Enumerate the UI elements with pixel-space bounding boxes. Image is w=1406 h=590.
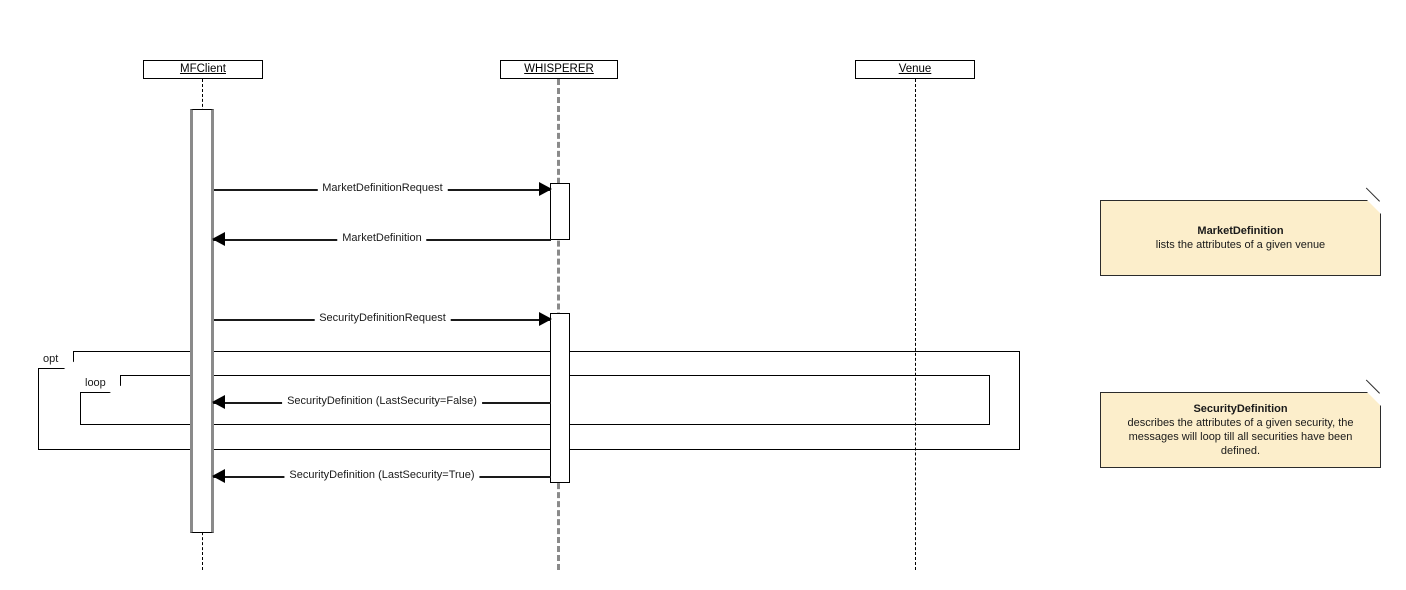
fragment-opt-label: opt bbox=[43, 353, 59, 365]
message-security-definition-request[interactable]: SecurityDefinitionRequest bbox=[214, 311, 552, 328]
lifeline-header-mfclient[interactable]: MFClient bbox=[143, 60, 263, 79]
lifeline-label-venue: Venue bbox=[898, 63, 932, 75]
message-label: SecurityDefinitionRequest bbox=[314, 311, 451, 326]
fragment-opt bbox=[38, 351, 1020, 450]
arrow-head-left-icon bbox=[212, 469, 225, 483]
message-label: MarketDefinitionRequest bbox=[317, 181, 448, 196]
lifeline-label-whisperer: WHISPERER bbox=[524, 63, 594, 75]
lifeline-line-venue bbox=[915, 79, 916, 570]
activation-bar-whisperer-security bbox=[550, 313, 570, 483]
note-fold-line-icon bbox=[1365, 379, 1380, 394]
fragment-loop-label-tab[interactable]: loop bbox=[80, 375, 121, 393]
fragment-loop bbox=[80, 375, 990, 425]
arrow-head-right-icon bbox=[539, 312, 552, 326]
lifeline-label-mfclient: MFClient bbox=[179, 63, 226, 75]
message-label: MarketDefinition bbox=[337, 231, 427, 246]
lifeline-header-venue[interactable]: Venue bbox=[855, 60, 975, 79]
arrow-head-left-icon bbox=[212, 232, 225, 246]
arrow-head-right-icon bbox=[539, 182, 552, 196]
message-market-definition[interactable]: MarketDefinition bbox=[212, 231, 551, 248]
lifeline-header-whisperer[interactable]: WHISPERER bbox=[500, 60, 618, 79]
message-label: SecurityDefinition (LastSecurity=False) bbox=[282, 394, 482, 409]
note-title: MarketDefinition bbox=[1197, 225, 1284, 237]
note-fold-line-icon bbox=[1365, 187, 1380, 202]
note-title: SecurityDefinition bbox=[1193, 403, 1288, 415]
note-market-definition[interactable]: MarketDefinition lists the attributes of… bbox=[1100, 187, 1381, 276]
note-body: describes the attributes of a given secu… bbox=[1127, 417, 1354, 457]
activation-bar-whisperer-market bbox=[550, 183, 570, 240]
message-security-definition-true[interactable]: SecurityDefinition (LastSecurity=True) bbox=[212, 468, 551, 485]
message-market-definition-request[interactable]: MarketDefinitionRequest bbox=[214, 181, 552, 198]
note-security-definition[interactable]: SecurityDefinition describes the attribu… bbox=[1100, 379, 1381, 468]
fragment-opt-label-tab[interactable]: opt bbox=[38, 351, 74, 369]
note-body: lists the attributes of a given venue bbox=[1155, 239, 1326, 251]
activation-bar-mfclient bbox=[190, 109, 214, 533]
message-security-definition-false[interactable]: SecurityDefinition (LastSecurity=False) bbox=[212, 394, 551, 411]
fragment-loop-label: loop bbox=[85, 377, 106, 389]
message-label: SecurityDefinition (LastSecurity=True) bbox=[284, 468, 480, 483]
arrow-head-left-icon bbox=[212, 395, 225, 409]
